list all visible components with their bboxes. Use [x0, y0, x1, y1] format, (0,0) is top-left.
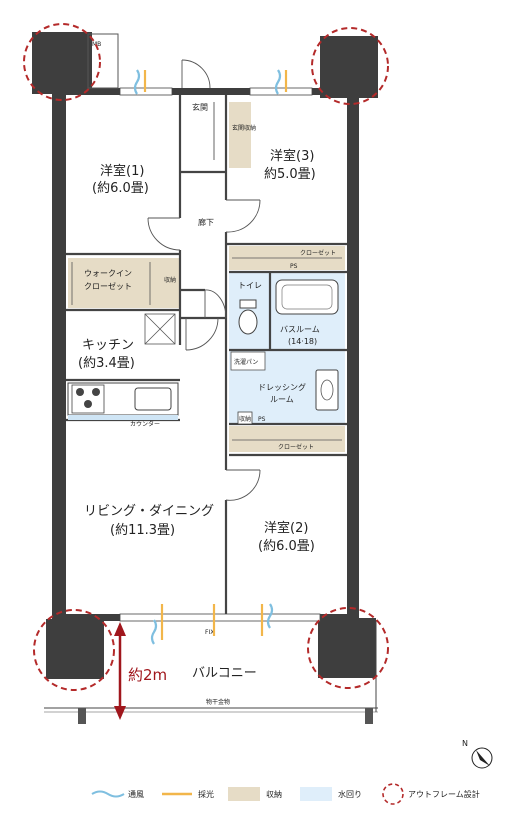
- breeze-markers: [133, 69, 282, 645]
- counter-label: カウンター: [130, 420, 160, 428]
- hanger-label: 物干金物: [206, 698, 230, 706]
- western2-name: 洋室(2): [264, 520, 308, 536]
- legend-water-icon: [300, 787, 332, 801]
- bath-size: (14·18): [288, 337, 317, 346]
- legend-storage-label: 収納: [266, 789, 282, 799]
- washbasin: [315, 369, 339, 411]
- north-label: N: [462, 739, 468, 748]
- legend-light-label: 採光: [198, 789, 214, 799]
- depth-label: 約2m: [128, 666, 167, 684]
- legend-breeze-label: 通風: [128, 789, 144, 799]
- storage-walkin: [68, 258, 180, 308]
- storage-closet-mid: [229, 426, 345, 452]
- storage-genkan: [229, 102, 251, 168]
- hallway-label: 廊下: [198, 217, 214, 227]
- walkin-line1: ウォークイン: [84, 269, 132, 278]
- outframe-circles: [23, 23, 389, 691]
- living-size: (約11.3畳): [110, 523, 175, 538]
- counter-bar: [68, 415, 178, 420]
- genkan-label: 玄関: [192, 102, 208, 112]
- balcony-post-left: [78, 708, 86, 724]
- window-bottom: [119, 613, 321, 622]
- closet-shelf-lines: [71, 257, 342, 441]
- western1-size: (約6.0畳): [92, 181, 149, 196]
- north-compass: [471, 747, 493, 769]
- kitchen-size: (約3.4畳): [78, 356, 135, 371]
- fix-label: FIX: [205, 629, 214, 636]
- mb-box: [87, 33, 119, 89]
- stove: [71, 384, 105, 414]
- wall-left: [52, 92, 66, 620]
- bathtub-inner: [281, 284, 333, 310]
- legend-water-label: 水回り: [338, 789, 362, 799]
- balcony-post-right: [365, 708, 373, 724]
- window-top-right: [249, 87, 313, 96]
- wall-right: [347, 96, 359, 620]
- walkin-line2: クローゼット: [84, 281, 132, 291]
- shuno-small-box: [237, 411, 253, 425]
- column-bottom-left: [46, 619, 104, 679]
- kitchen-name: キッチン: [82, 338, 134, 353]
- toilet-label: トイレ: [238, 281, 262, 290]
- door-swings: [147, 59, 261, 501]
- legend-outframe-icon: [382, 783, 404, 805]
- genkan-storage-label: 玄関収納: [232, 124, 256, 132]
- bathtub: [275, 279, 339, 315]
- closet-mid-label: クローゼット: [278, 443, 314, 451]
- depth-arrow: [114, 622, 126, 720]
- western3-name: 洋室(3): [270, 148, 314, 164]
- interior-walls: [66, 95, 347, 614]
- toilet-tank: [239, 299, 257, 309]
- balcony-label: バルコニー: [192, 666, 257, 681]
- column-top-left: [32, 32, 92, 94]
- ps-mid-label: PS: [258, 416, 266, 423]
- dressing-line1: ドレッシング: [258, 382, 306, 392]
- ps-top-label: PS: [290, 263, 298, 270]
- legend: 通風 採光 収納 水回り アウトフレーム設計: [91, 783, 480, 805]
- shuno-label: 収納: [164, 276, 176, 284]
- legend-storage-icon: [228, 787, 260, 801]
- bath-name: バスルーム: [280, 325, 320, 334]
- fridge-space: [144, 313, 176, 345]
- western1-name: 洋室(1): [100, 163, 144, 179]
- living-name: リビング・ダイニング: [84, 504, 214, 519]
- western2-size: (約6.0畳): [258, 539, 315, 554]
- legend-outframe-label: アウトフレーム設計: [408, 789, 480, 799]
- western3-size: 約5.0畳): [264, 167, 316, 182]
- toilet-bowl: [238, 309, 258, 335]
- legend-breeze-icon: [91, 790, 125, 798]
- washer-pan-label: 洗濯パン: [234, 358, 258, 366]
- shuno-small-label: 収納: [239, 415, 251, 423]
- light-markers: [143, 70, 288, 640]
- washer-pan: [230, 351, 266, 371]
- dressing-line2: ルーム: [270, 395, 294, 404]
- column-top-right: [320, 36, 378, 98]
- closet-top-label: クローゼット: [300, 249, 336, 257]
- column-bottom-right: [318, 618, 376, 678]
- wall-top-mid: [178, 88, 232, 95]
- washbasin-bowl: [320, 379, 334, 401]
- kitchen-sink: [134, 387, 172, 411]
